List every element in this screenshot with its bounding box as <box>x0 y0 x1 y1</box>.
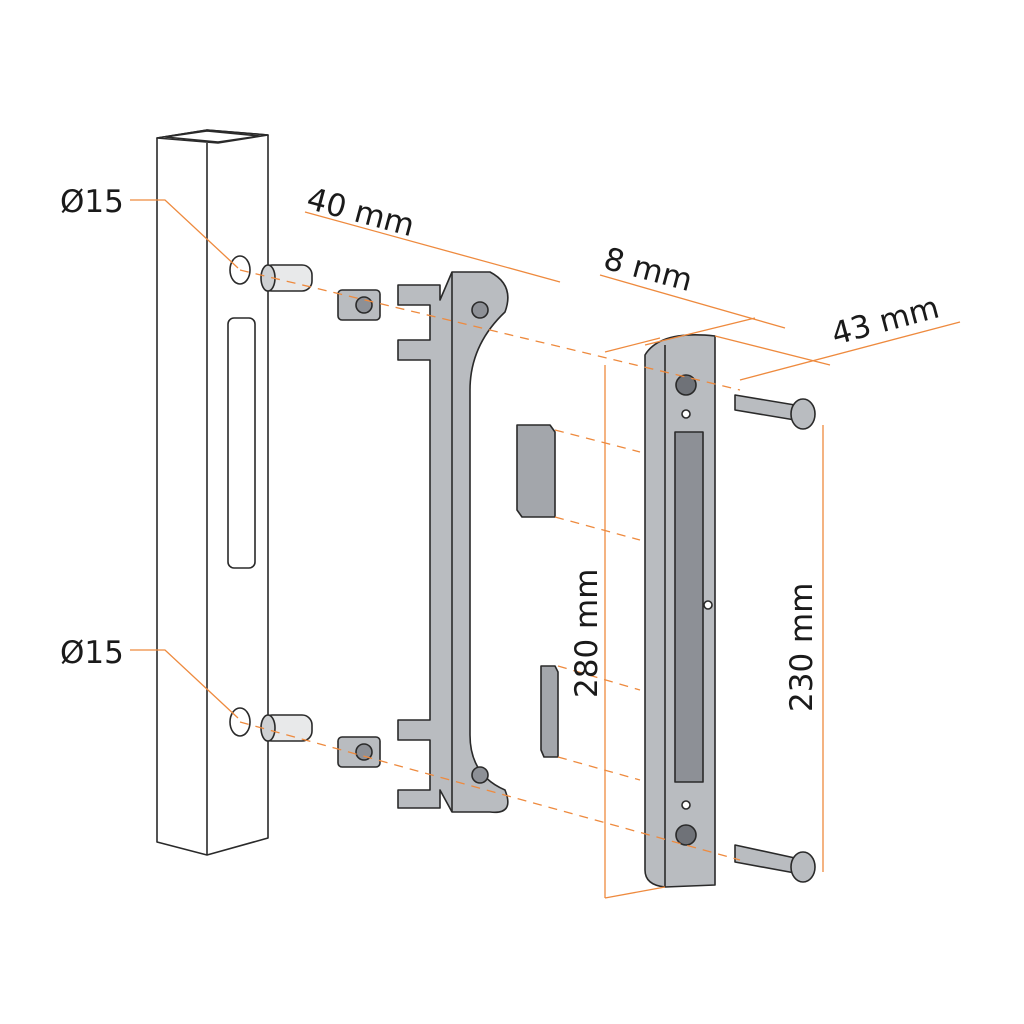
width-label: 43 mm <box>828 290 943 353</box>
dimension-lines <box>130 199 961 899</box>
nut-insert-bottom <box>337 736 381 768</box>
thickness-label: 8 mm <box>600 241 696 299</box>
spacer-top <box>516 424 556 518</box>
hole-diameter-label-top: Ø15 <box>60 184 124 220</box>
mounting-bracket <box>397 271 509 814</box>
strike-plate <box>644 334 716 888</box>
assembly-axes <box>239 269 741 861</box>
hole-diameter-label-bottom: Ø15 <box>60 635 124 671</box>
post-slot <box>227 317 256 569</box>
square-post <box>156 129 269 856</box>
screw-spacing-label: 230 mm <box>784 583 820 712</box>
screw-top <box>734 394 816 430</box>
sleeve-insert-bottom <box>260 714 313 742</box>
nut-insert-top <box>337 289 381 321</box>
spacer-bottom <box>540 665 559 758</box>
total-height-label: 280 mm <box>569 569 605 698</box>
depth-label: 40 mm <box>303 181 418 244</box>
inserts <box>260 264 381 768</box>
screw-bottom <box>734 844 816 883</box>
sleeve-insert-top <box>260 264 313 292</box>
